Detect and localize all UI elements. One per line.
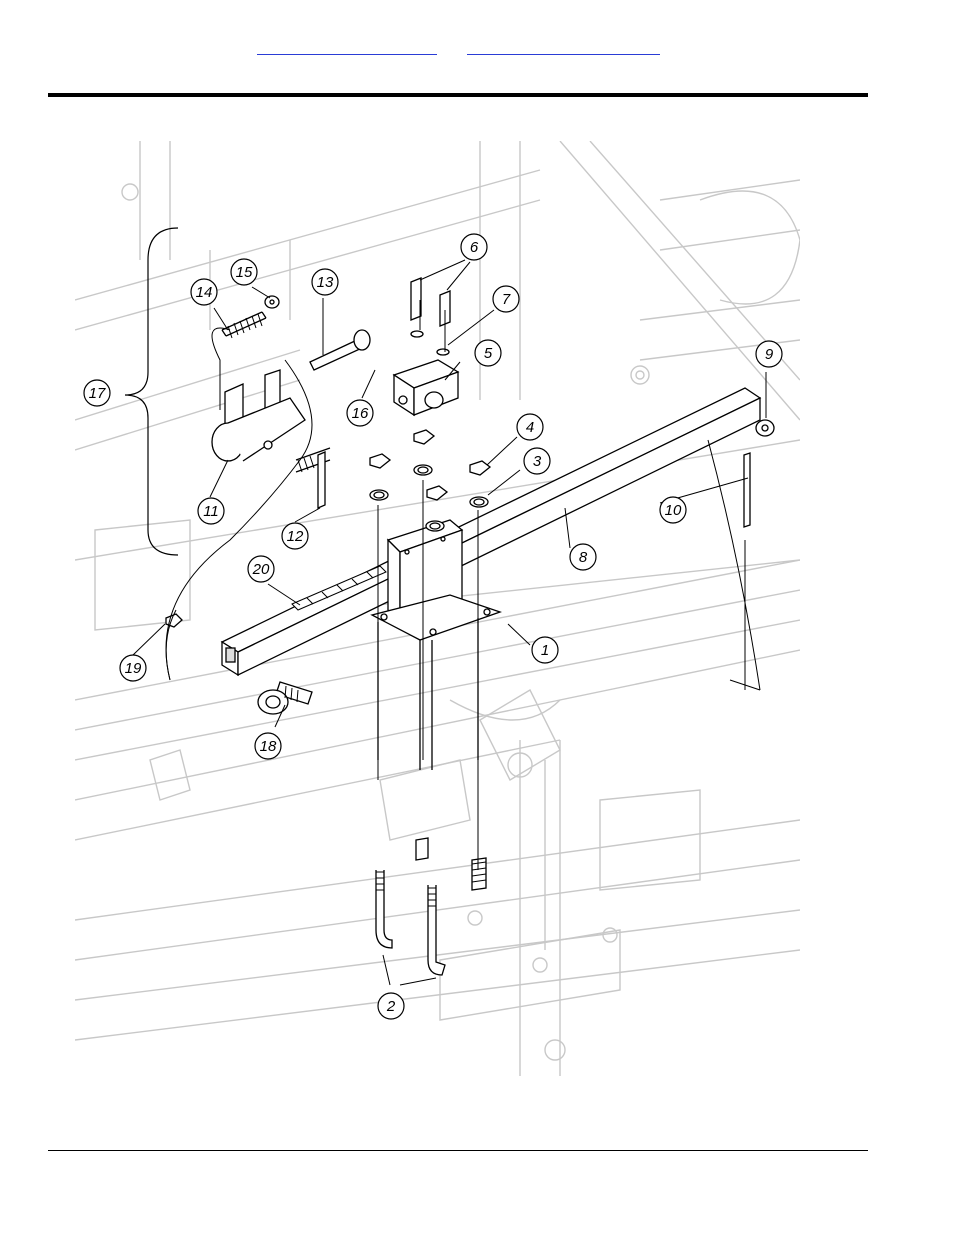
header-links	[0, 38, 954, 58]
callout-8: 8	[570, 544, 596, 570]
callout-label: 12	[287, 528, 304, 545]
callout-label: 6	[470, 239, 479, 256]
callout-10: 10	[660, 497, 686, 523]
callout-6: 6	[461, 234, 487, 260]
callout-label: 10	[665, 502, 682, 519]
header-link-2[interactable]	[467, 38, 660, 55]
callout-label: 3	[533, 453, 542, 470]
callout-label: 14	[196, 284, 213, 301]
callout-3: 3	[524, 448, 550, 474]
callout-label: 7	[502, 291, 511, 308]
callout-label: 18	[260, 738, 277, 755]
header-link-1[interactable]	[257, 38, 437, 55]
bottom-rule	[48, 1150, 868, 1151]
callout-label: 1	[541, 642, 549, 659]
callout-label: 11	[203, 503, 219, 520]
callout-label: 17	[89, 385, 106, 402]
callout-20: 20	[248, 556, 274, 582]
callout-13: 13	[312, 269, 338, 295]
callout-label: 2	[386, 998, 396, 1015]
callout-label: 13	[317, 274, 334, 291]
callout-label: 20	[252, 561, 270, 578]
callout-label: 8	[579, 549, 588, 566]
callout-11: 11	[198, 498, 224, 524]
brace-17	[125, 228, 178, 555]
callout-label: 19	[125, 660, 142, 677]
callout-16: 16	[347, 400, 373, 426]
callout-5: 5	[475, 340, 501, 366]
callout-label: 15	[236, 264, 253, 281]
callout-19: 19	[120, 655, 146, 681]
callout-18: 18	[255, 733, 281, 759]
callout-2: 2	[378, 993, 404, 1019]
callout-label: 4	[526, 419, 534, 436]
top-rule	[48, 93, 868, 97]
callout-12: 12	[282, 523, 308, 549]
callout-9: 9	[756, 341, 782, 367]
callout-4: 4	[517, 414, 543, 440]
callout-14: 14	[191, 279, 217, 305]
foreground-parts	[166, 278, 774, 975]
callout-label: 9	[765, 346, 774, 363]
callout-7: 7	[493, 286, 519, 312]
callout-label: 5	[484, 345, 493, 362]
callout-label: 16	[352, 405, 369, 422]
callout-1: 1	[532, 637, 558, 663]
callout-15: 15	[231, 259, 257, 285]
callout-17: 17	[84, 380, 110, 406]
